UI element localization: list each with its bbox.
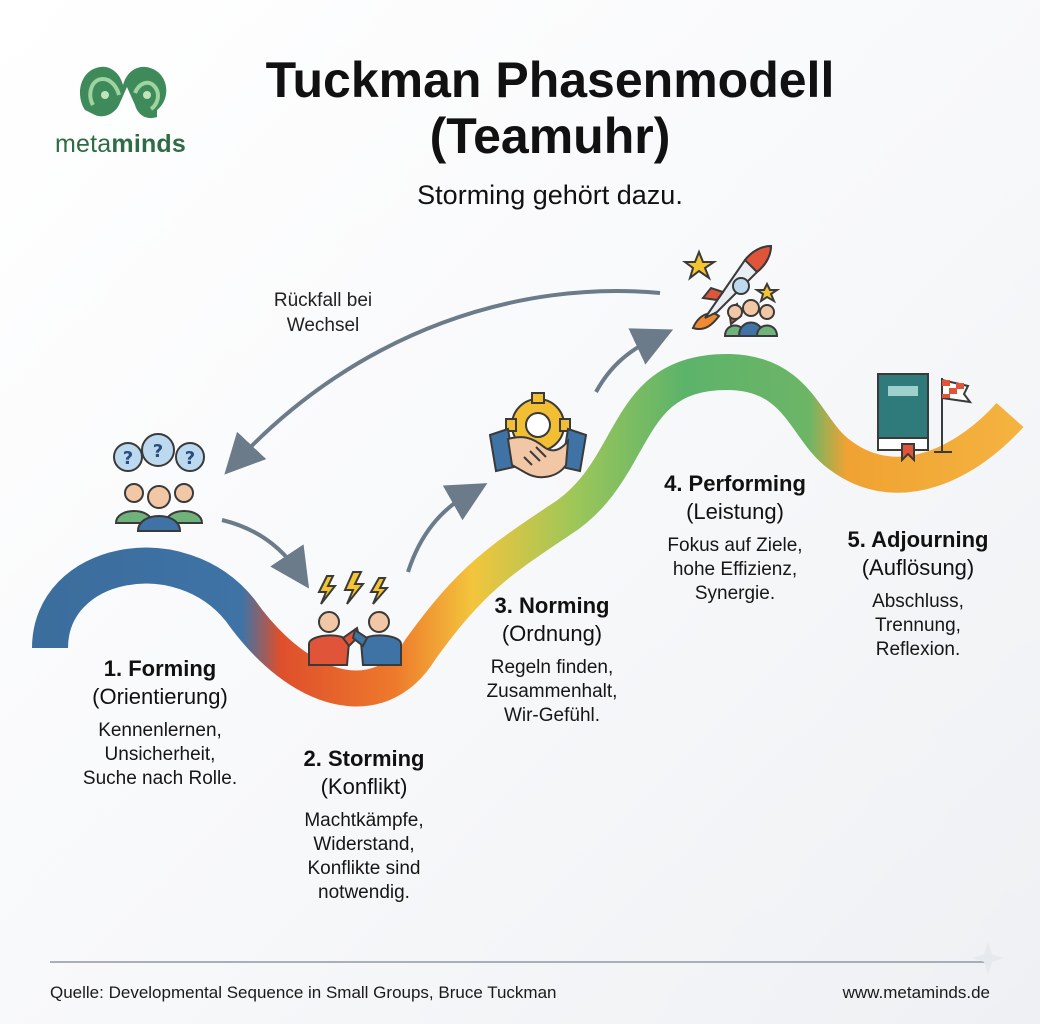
handshake-gear-icon: [488, 392, 588, 479]
page-subtitle: Storming gehört dazu.: [417, 180, 683, 210]
phase-subtitle: (Auflösung): [861, 555, 975, 580]
title-line-2: (Teamuhr): [429, 108, 671, 164]
phase-subtitle: (Ordnung): [501, 621, 603, 646]
svg-text:?: ?: [153, 441, 163, 462]
svg-text:?: ?: [123, 448, 133, 469]
phase-wave-curve: [32, 353, 1024, 707]
relapse-note-line-2: Wechsel: [286, 315, 360, 336]
phase-storming: 2. Storming (Konflikt) Machtkämpfe, Wide…: [254, 745, 474, 905]
phase-description: Fokus auf Ziele, hohe Effizienz, Synergi…: [667, 535, 803, 604]
brand-name-bold: minds: [111, 130, 187, 158]
phase-subtitle: (Konflikt): [320, 774, 408, 799]
phase-description: Kennenlernen, Unsicherheit, Suche nach R…: [82, 720, 238, 789]
conflict-icon: [308, 571, 402, 666]
page-title: Tuckman Phasenmodell (Teamuhr): [0, 52, 1040, 164]
title-line-1: Tuckman Phasenmodell: [265, 52, 835, 108]
footer-url[interactable]: www.metaminds.de: [842, 983, 990, 1002]
phase-performing: 4. Performing (Leistung) Fokus auf Ziele…: [625, 470, 845, 606]
sparkle-icon: [972, 942, 1004, 974]
book-flag-icon: [877, 373, 973, 463]
brand-name-light: meta: [55, 130, 112, 158]
phase-subtitle: (Leistung): [686, 499, 784, 524]
phase-description: Regeln finden, Zusammenhalt, Wir-Gefühl.: [486, 657, 618, 726]
phase-forming: 1. Forming (Orientierung) Kennenlernen, …: [50, 655, 270, 791]
phase-norming: 3. Norming (Ordnung) Regeln finden, Zusa…: [442, 592, 662, 728]
flow-arrow-storming-norming: [406, 483, 488, 573]
footer-source: Quelle: Developmental Sequence in Small …: [50, 983, 557, 1002]
svg-text:?: ?: [185, 448, 195, 469]
rocket-team-icon: [682, 244, 781, 337]
phase-title: 4. Performing: [664, 471, 806, 496]
flow-arrow-forming-storming: [221, 518, 310, 589]
phase-title: 1. Forming: [103, 656, 217, 681]
phase-title: 2. Storming: [303, 746, 425, 771]
phase-title: 3. Norming: [494, 593, 610, 618]
phase-description: Abschluss, Trennung, Reflexion.: [872, 591, 964, 660]
confused-team-icon: ???: [113, 433, 205, 532]
relapse-arrow: [224, 289, 661, 475]
relapse-note-line-1: Rückfall bei: [273, 290, 373, 311]
metaminds-logo-icon: [80, 66, 167, 119]
phase-title: 5. Adjourning: [847, 527, 989, 552]
relapse-note: Rückfall bei Wechsel: [248, 288, 398, 338]
phase-description: Machtkämpfe, Widerstand, Konflikte sind …: [304, 810, 424, 903]
flow-arrow-norming-performing: [594, 328, 674, 393]
phase-adjourning: 5. Adjourning (Auflösung) Abschluss, Tre…: [808, 526, 1028, 662]
brand-wordmark: metaminds: [55, 130, 186, 159]
phase-subtitle: (Orientierung): [92, 684, 228, 709]
